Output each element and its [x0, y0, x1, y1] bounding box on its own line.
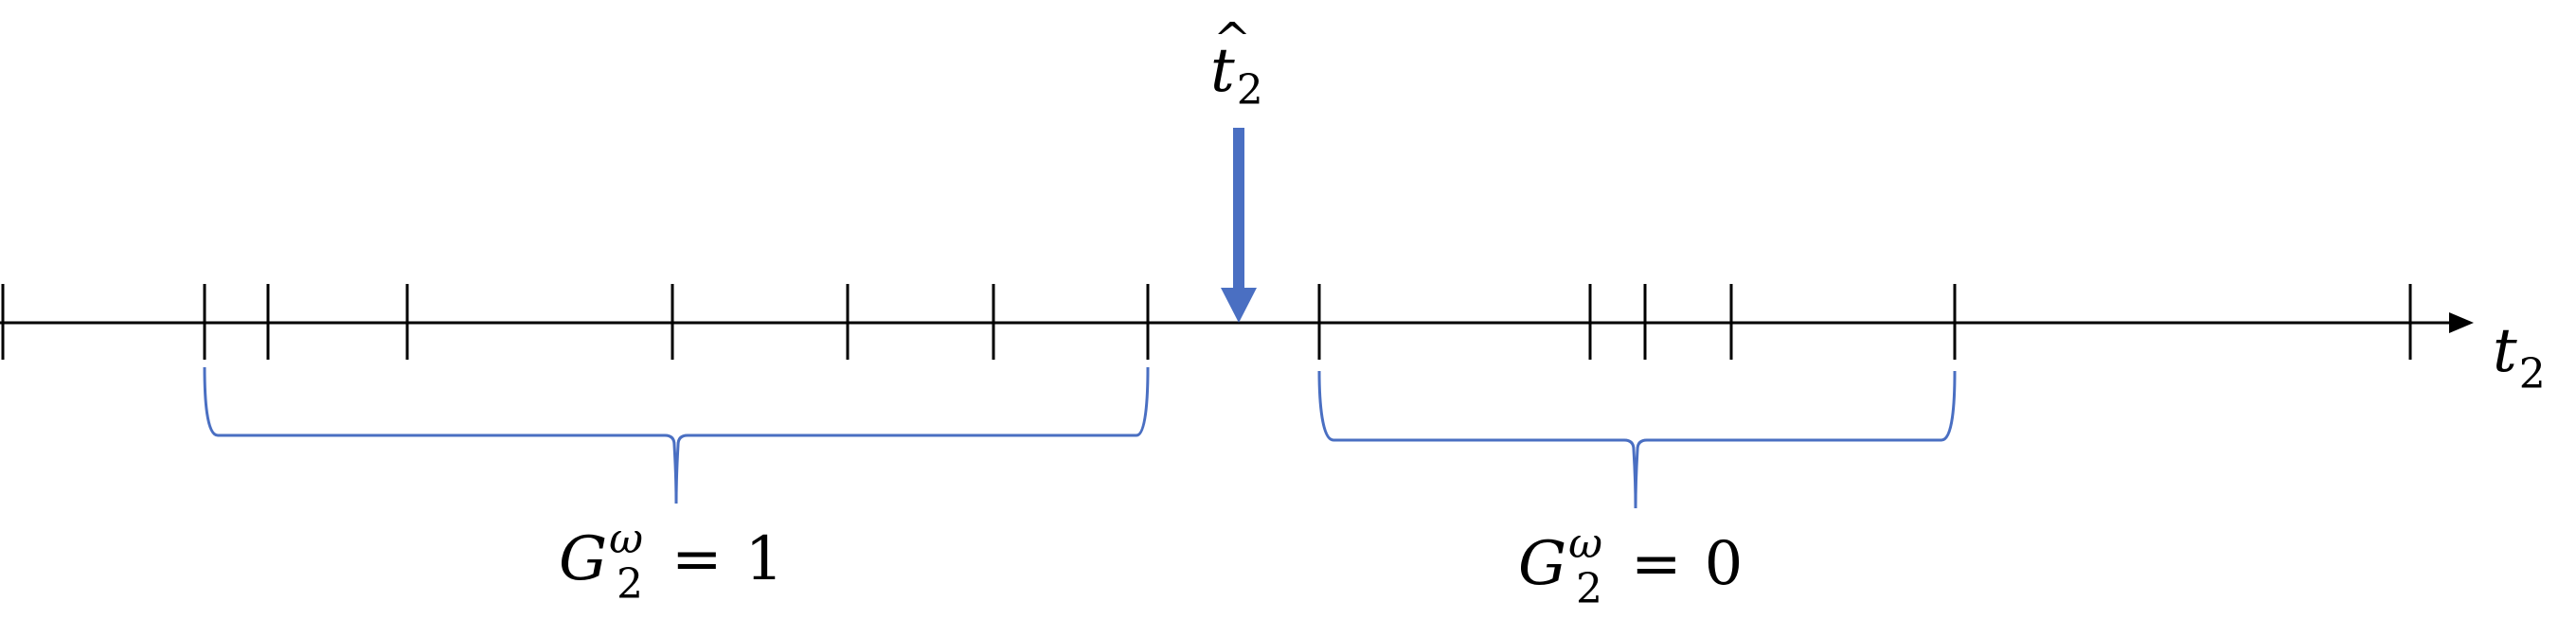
estimate-arrow-head: [1221, 288, 1257, 323]
group-right-symbol: G: [1518, 529, 1566, 599]
group-left-value: 1: [745, 524, 784, 594]
group-right-value: 0: [1705, 529, 1744, 599]
group-left-symbol: G: [559, 524, 607, 594]
group-left-superscript: ω: [609, 515, 643, 563]
group-brace-left: [203, 366, 1150, 504]
time-axis: [0, 312, 2474, 333]
group-right-relation: =: [1631, 529, 1682, 599]
estimate-subscript: 2: [1237, 66, 1263, 115]
group-left-relation: =: [671, 524, 723, 594]
estimate-label: t2: [1210, 36, 1263, 115]
estimate-hat: ^: [1213, 13, 1251, 66]
estimate-arrow: [1221, 128, 1257, 323]
axis-subscript: 2: [2519, 350, 2546, 398]
estimate-arrow-shaft: [1233, 128, 1244, 291]
group-right-subscript: 2: [1576, 565, 1602, 613]
group-right-superscript: ω: [1568, 520, 1602, 568]
tick-marks: [1, 284, 2412, 360]
estimate-symbol: t: [1210, 36, 1235, 106]
axis-symbol: t: [2493, 316, 2517, 386]
group-left-subscript: 2: [617, 560, 643, 609]
axis-arrowhead: [2449, 312, 2474, 333]
axis-label: t2: [2493, 316, 2546, 398]
group-brace-right: [1317, 370, 1957, 509]
